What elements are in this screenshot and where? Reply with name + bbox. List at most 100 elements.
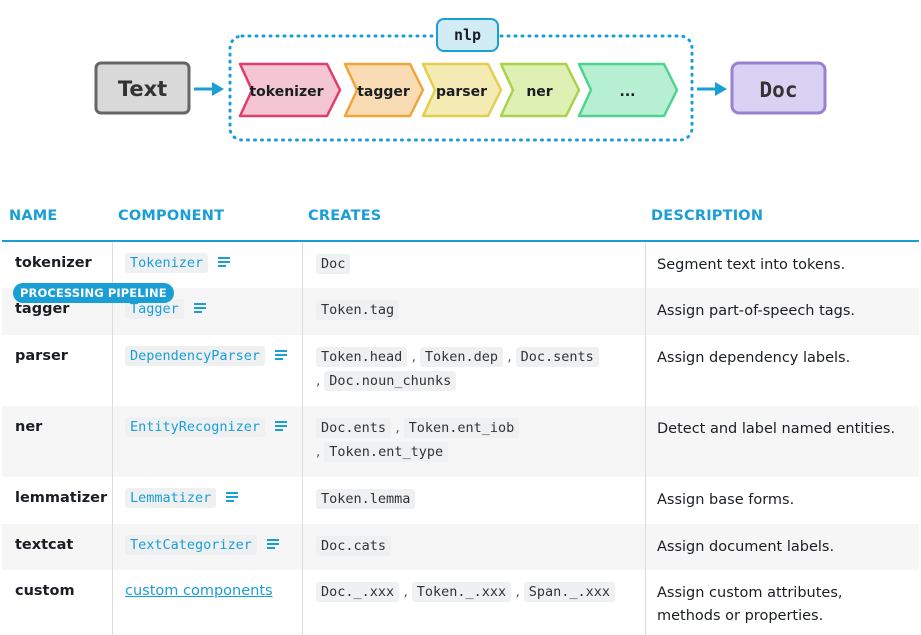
row-component: Tokenizer — [125, 253, 231, 273]
column-divider — [645, 477, 646, 524]
input-arrow-icon — [194, 82, 224, 96]
row-description: Segment text into tokens. — [657, 257, 846, 273]
row-creates: Doc.cats — [316, 534, 636, 558]
docs-icon[interactable] — [266, 539, 279, 551]
separator: , — [407, 349, 416, 365]
row-description: Assign part-of-speech tags. — [657, 303, 856, 319]
column-divider — [645, 570, 646, 635]
output-arrow-icon — [697, 82, 727, 96]
table-row: tokenizer Tokenizer Doc Segment text into t… — [2, 242, 919, 288]
doc-output-box — [730, 61, 827, 115]
column-divider — [645, 406, 646, 477]
row-name: textcat — [15, 537, 74, 553]
row-name: ner — [15, 419, 43, 435]
pipeline-step-4 — [499, 62, 581, 118]
table-row: parser DependencyParser Token.head ,Token.… — [2, 335, 919, 406]
docs-icon[interactable] — [193, 303, 206, 315]
nlp-label-box — [436, 18, 499, 52]
row-component: EntityRecognizer — [125, 417, 288, 437]
column-divider — [302, 242, 303, 288]
column-divider — [302, 335, 303, 406]
created-attribute: Doc.cats — [316, 536, 392, 556]
row-name: lemmatizer — [15, 490, 108, 506]
created-attribute: Token.tag — [316, 300, 400, 320]
column-divider — [302, 570, 303, 635]
created-attribute: Token.ent_type — [324, 442, 449, 462]
separator: , — [391, 420, 400, 436]
header-name: NAME — [9, 208, 58, 224]
column-divider — [302, 406, 303, 477]
table-row: lemmatizer Lemmatizer Token.lemma Assign ba… — [2, 477, 919, 524]
column-divider — [112, 570, 113, 635]
created-attribute: Token.dep — [419, 347, 504, 367]
separator: , — [511, 584, 520, 600]
column-divider — [112, 288, 113, 335]
column-divider — [112, 406, 113, 477]
component-link[interactable]: Lemmatizer — [125, 488, 217, 508]
row-name: custom — [15, 583, 75, 599]
column-divider — [302, 477, 303, 524]
custom-components-link[interactable]: custom components — [125, 583, 273, 599]
component-link[interactable]: EntityRecognizer — [125, 417, 266, 437]
docs-icon[interactable] — [275, 421, 288, 433]
column-divider — [645, 288, 646, 335]
column-divider — [112, 335, 113, 406]
row-component: DependencyParser — [125, 346, 288, 366]
created-attribute: Token._.xxx — [411, 582, 512, 602]
row-creates: Token.head ,Token.dep ,Doc.sents ,Doc.no… — [316, 345, 636, 393]
separator: , — [399, 584, 408, 600]
pipeline-step-3 — [421, 62, 503, 118]
text-input-box — [94, 61, 191, 115]
column-divider — [112, 242, 113, 288]
pipeline-steps: tokenizer tagger parser ner... — [238, 62, 679, 118]
pipeline-step-5 — [577, 62, 679, 118]
processing-pipeline-badge: PROCESSING PIPELINE — [13, 283, 174, 303]
row-creates: Token.lemma — [316, 487, 636, 511]
column-divider — [645, 242, 646, 288]
table-row: textcat TextCategorizer Doc.cats Assign doc… — [2, 524, 919, 570]
component-link[interactable]: DependencyParser — [125, 346, 266, 366]
pipeline-step-label: ... — [620, 84, 636, 100]
row-description: Assign custom attributes, methods or pro… — [657, 585, 843, 624]
row-component: custom components — [125, 581, 273, 599]
row-component: TextCategorizer — [125, 535, 279, 555]
column-divider — [645, 524, 646, 570]
nlp-label: nlp — [454, 26, 481, 44]
column-divider — [302, 288, 303, 335]
docs-icon[interactable] — [218, 257, 231, 269]
pipeline-step-2 — [343, 62, 425, 118]
column-divider — [645, 335, 646, 406]
pipeline-step-label: tokenizer — [249, 84, 323, 100]
row-creates: Token.tag — [316, 298, 636, 322]
created-attribute: Doc._.xxx — [316, 582, 400, 602]
column-divider — [112, 524, 113, 570]
component-link[interactable]: Tokenizer — [125, 253, 209, 273]
row-component: Lemmatizer — [125, 488, 239, 508]
row-component: Tagger — [125, 299, 206, 319]
header-description: DESCRIPTION — [651, 208, 764, 224]
docs-icon[interactable] — [226, 492, 239, 504]
created-attribute: Doc — [316, 254, 351, 274]
created-attribute: Span._.xxx — [523, 582, 616, 602]
row-name: parser — [15, 348, 68, 364]
component-link[interactable]: TextCategorizer — [125, 535, 257, 555]
column-divider — [302, 524, 303, 570]
header-divider — [2, 240, 919, 242]
row-creates: Doc.ents ,Token.ent_iob ,Token.ent_type — [316, 416, 636, 464]
component-link[interactable]: Tagger — [125, 299, 184, 319]
pipeline-step-label: tagger — [357, 84, 410, 100]
row-creates: Doc._.xxx ,Token._.xxx ,Span._.xxx — [316, 580, 636, 604]
row-description: Assign base forms. — [657, 492, 795, 508]
pipeline-step-label: ner — [526, 84, 552, 100]
docs-icon[interactable] — [275, 350, 288, 362]
created-attribute: Token.lemma — [316, 489, 416, 509]
row-name: tokenizer — [15, 255, 92, 271]
row-description: Assign document labels. — [657, 539, 835, 555]
created-attribute: Token.ent_iob — [403, 418, 520, 438]
pipeline-step-label: parser — [436, 84, 487, 100]
row-description: Assign dependency labels. — [657, 350, 851, 366]
row-creates: Doc — [316, 252, 636, 276]
column-divider — [112, 477, 113, 524]
